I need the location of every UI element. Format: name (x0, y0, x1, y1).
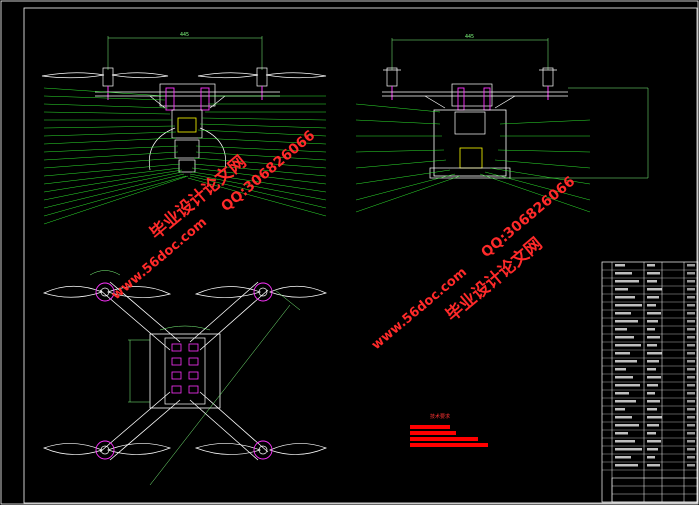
front-span-dimension: 445 (180, 32, 189, 38)
title-block-cell (647, 264, 655, 267)
title-block-cell (615, 368, 626, 371)
title-block-cell (615, 416, 632, 419)
title-block-cell (647, 320, 658, 323)
title-block-cell (647, 312, 661, 315)
title-block-cell (687, 384, 695, 387)
title-block-cell (615, 440, 635, 443)
top-view (43, 270, 327, 486)
title-block-cell (687, 448, 695, 451)
title-block-cell (647, 456, 655, 459)
title-block-cell (647, 328, 655, 331)
title-block-cell (615, 408, 625, 411)
title-block-cell (615, 320, 638, 323)
notes-title: 技术要求 (430, 413, 450, 420)
title-block-cell (687, 392, 695, 395)
front-view: 445 (41, 32, 327, 225)
title-block-cell (615, 328, 627, 331)
notes-line-2 (410, 431, 456, 435)
title-block-cell (687, 368, 695, 371)
title-block-cell (647, 376, 661, 379)
title-block-cell (647, 296, 659, 299)
title-block-cell (647, 368, 656, 371)
title-block-cell (687, 456, 695, 459)
title-block-cell (615, 464, 638, 467)
title-block-cell (647, 360, 659, 363)
title-block-cell (615, 272, 632, 275)
title-block-cell (687, 376, 695, 379)
notes-line-4 (410, 443, 488, 447)
title-block-cell (615, 296, 635, 299)
title-block-cell (647, 424, 659, 427)
title-block-cell (615, 336, 634, 339)
title-block-cell (647, 344, 657, 347)
title-block-cell (687, 464, 695, 467)
title-block-cell (687, 400, 695, 403)
drawing-frame-inner (23, 7, 698, 504)
title-block-cell (615, 448, 642, 451)
title-block-cell (647, 416, 662, 419)
title-block-cell (687, 272, 695, 275)
title-block-cell (687, 432, 695, 435)
title-block-cell (647, 352, 662, 355)
title-block-cell (687, 312, 695, 315)
title-block-cell (687, 408, 695, 411)
title-block-cell (647, 464, 660, 467)
title-block-cell (647, 288, 662, 291)
title-block-cell (647, 400, 660, 403)
title-block-cell (647, 440, 661, 443)
title-block-cell (615, 392, 629, 395)
title-block-cell (687, 264, 695, 267)
title-block-cell (687, 440, 695, 443)
title-block-cell (615, 384, 640, 387)
title-block-cell (615, 456, 631, 459)
title-block-cell (615, 424, 639, 427)
title-block-cell (647, 392, 655, 395)
title-block-cell (647, 304, 656, 307)
title-block-cell (615, 432, 628, 435)
title-block-cell (687, 328, 695, 331)
side-view: 445 (355, 34, 649, 213)
title-block-cell (687, 352, 695, 355)
title-block-cell (647, 384, 658, 387)
title-block-cell (687, 360, 695, 363)
title-block-cell (647, 448, 658, 451)
title-block-cell (615, 312, 631, 315)
side-span-dimension: 445 (465, 34, 474, 40)
title-block-cell (615, 344, 641, 347)
notes-line-1 (410, 425, 450, 429)
title-block-cell (615, 280, 639, 283)
title-block-cell (687, 304, 695, 307)
title-block-cell (647, 280, 657, 283)
title-block-cell (615, 288, 628, 291)
title-block-cell (687, 336, 695, 339)
title-block-cell (647, 272, 660, 275)
title-block-cell (615, 360, 637, 363)
title-block-cell (687, 288, 695, 291)
title-block-cell (687, 280, 695, 283)
title-block-cell (615, 264, 625, 267)
title-block-cell (687, 344, 695, 347)
technical-notes: 技术要求 (410, 413, 488, 447)
title-block-cell (687, 296, 695, 299)
notes-line-3 (410, 437, 478, 441)
title-block-cell (687, 424, 695, 427)
title-block-parts-list (601, 261, 699, 503)
title-block-cell (647, 336, 660, 339)
title-block-cell (615, 352, 630, 355)
title-block-cell (615, 400, 636, 403)
title-block-cell (647, 432, 656, 435)
title-block-cell (687, 320, 695, 323)
title-block-cell (615, 376, 633, 379)
title-block-cell (647, 408, 657, 411)
title-block-cell (687, 416, 695, 419)
title-block-cell (615, 304, 642, 307)
